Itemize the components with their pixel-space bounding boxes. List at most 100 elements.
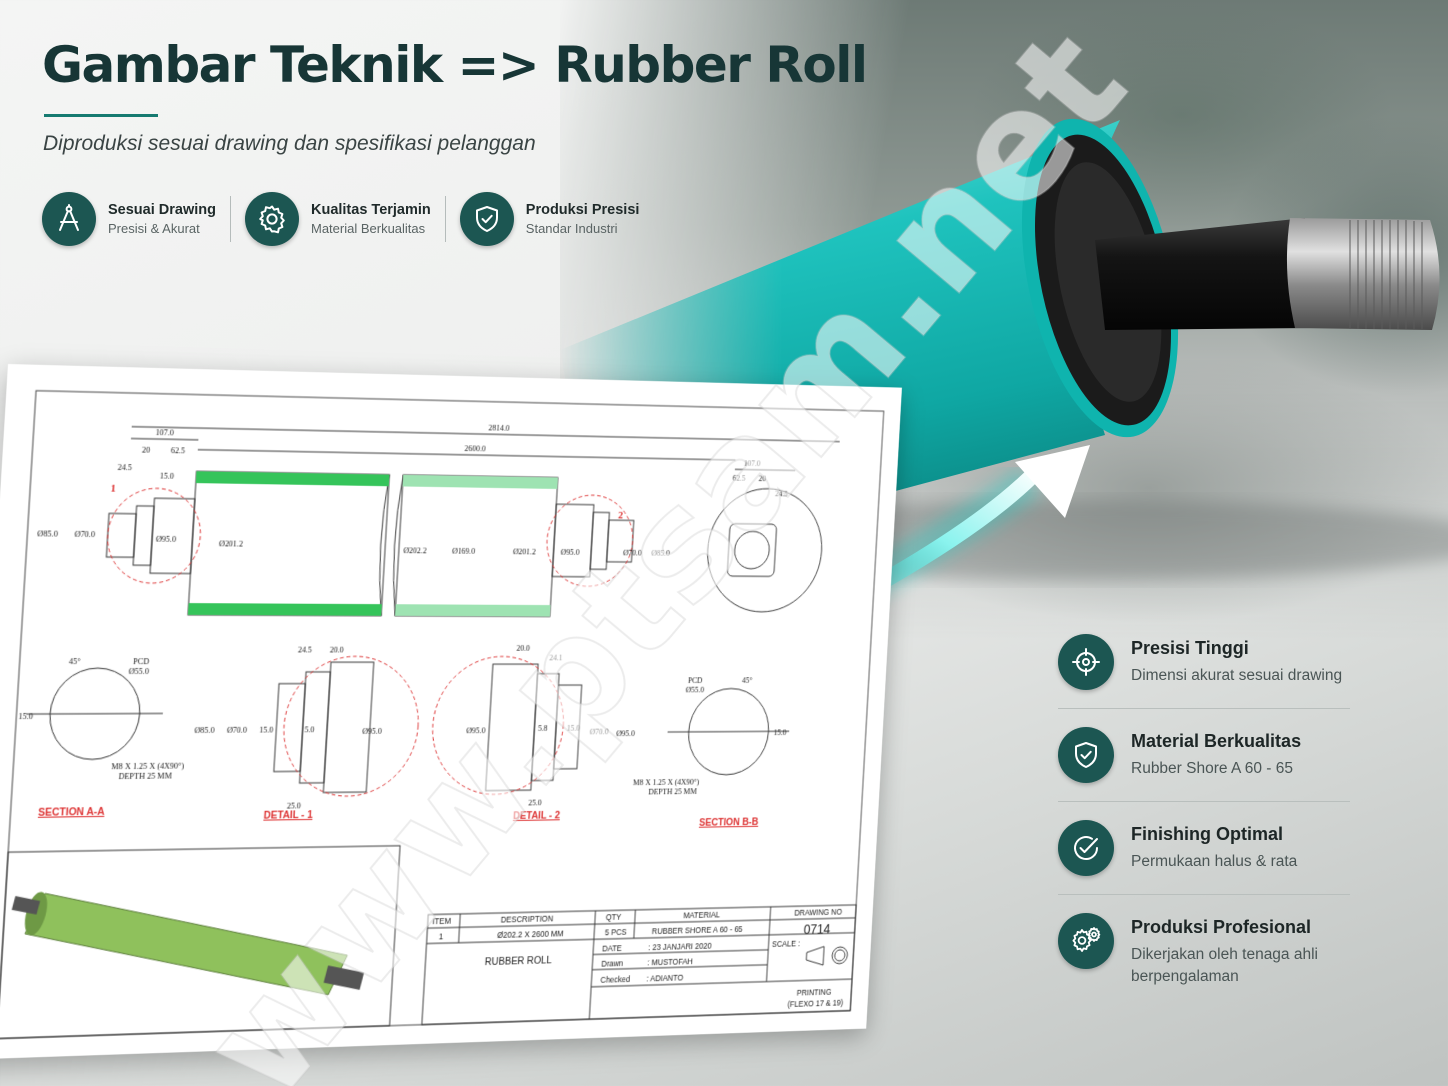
feature-row: Sesuai Drawing Presisi & Akurat Kualitas… <box>42 192 639 246</box>
tb-date-value: : 23 JANJARI 2020 <box>648 941 712 952</box>
benefit-subtitle: Rubber Shore A 60 - 65 <box>1131 760 1294 777</box>
section-b-depth: DEPTH 25 MM <box>648 786 697 796</box>
detail-1-dim-d70: Ø70.0 <box>227 725 248 735</box>
feature-subtitle: Standar Industri <box>525 221 618 236</box>
dim-d2012: Ø201.2 <box>219 538 244 548</box>
tb-description: Ø202.2 X 2600 MM <box>497 929 564 940</box>
feature-produksi-presisi: Produksi Presisi Standar Industri <box>459 192 640 246</box>
tb-drawing-number: 0714 <box>803 921 831 937</box>
benefit-subtitle: Permukaan halus & rata <box>1131 853 1298 870</box>
title-underline <box>44 114 158 117</box>
feature-divider <box>229 196 231 242</box>
feature-sesuai-drawing: Sesuai Drawing Presisi & Akurat <box>42 192 216 246</box>
page-title: Gambar Teknik => Rubber Roll <box>42 36 868 94</box>
detail-2-dim-241: 24.1 <box>549 653 563 663</box>
section-b-pcd: PCD <box>688 675 703 684</box>
projection-symbol <box>806 946 848 966</box>
detail-1-label: DETAIL - 1 <box>263 810 313 821</box>
tb-material: RUBBER SHORE A 60 - 65 <box>652 924 744 936</box>
tb-drawn-value: : MUSTOFAH <box>647 957 693 968</box>
tb-item: 1 <box>439 932 444 942</box>
section-a-pcd-value: Ø55.0 <box>128 666 149 676</box>
section-a-dim: 15.0 <box>18 711 33 721</box>
tb-drawn-label: Drawn <box>601 958 624 968</box>
tb-date-label: DATE <box>602 943 622 953</box>
dim-right-107: 107.0 <box>744 458 761 468</box>
section-a-pcd: PCD <box>133 656 150 666</box>
dim-d2012-right: Ø201.2 <box>513 547 536 557</box>
detail-marker-2: 2 <box>618 510 624 521</box>
tb-header-item: ITEM <box>432 916 451 926</box>
dim-right-625: 62.5 <box>732 473 745 483</box>
detail-1-dim-15: 15.0 <box>259 725 274 735</box>
feature-title: Produksi Presisi <box>525 202 640 218</box>
detail-2-dim-15: 15.0 <box>566 723 580 733</box>
drawing-canvas: 2814.0 2600.0 107.0 20 62.5 24.5 15.0 10… <box>0 364 902 1060</box>
tb-scale-label: SCALE : <box>772 939 801 949</box>
detail-2-dim-d95: Ø95.0 <box>466 725 486 735</box>
gear-icon <box>244 192 299 246</box>
detail-marker-1: 1 <box>110 483 116 495</box>
dim-overall: 2814.0 <box>488 423 510 433</box>
tb-header-drawing-no: DRAWING NO <box>794 907 843 917</box>
dim-left-20: 20 <box>142 445 151 455</box>
dim-d95: Ø95.0 <box>156 534 177 544</box>
dim-left-625: 62.5 <box>171 445 186 455</box>
detail-1-dim-d95: Ø95.0 <box>362 726 382 736</box>
section-a-depth: DEPTH 25 MM <box>118 771 172 781</box>
detail-2-label: DETAIL - 2 <box>513 811 561 822</box>
tb-checked-value: : ADIANTO <box>646 973 684 984</box>
compass-icon <box>42 192 96 246</box>
benefit-produksi-profesional: Produksi Profesional Dikerjakan oleh ten… <box>1058 894 1350 1006</box>
benefit-subtitle: Dikerjakan oleh tenaga ahli berpengalama… <box>1131 946 1318 985</box>
roller-3d-preview <box>11 883 365 1004</box>
benefit-title: Material Berkualitas <box>1131 731 1302 751</box>
benefit-finishing-optimal: Finishing Optimal Permukaan halus & rata <box>1058 801 1350 894</box>
detail-1-dim-d85: Ø85.0 <box>194 725 215 735</box>
feature-subtitle: Presisi & Akurat <box>108 221 200 236</box>
tb-part-name: RUBBER ROLL <box>484 956 552 968</box>
benefit-title: Finishing Optimal <box>1131 824 1283 844</box>
dim-d95-right: Ø95.0 <box>560 547 579 557</box>
dim-d85-right: Ø85.0 <box>651 548 670 558</box>
dim-d169: Ø169.0 <box>452 546 476 556</box>
tb-header-description: DESCRIPTION <box>501 914 554 925</box>
detail-1-dim-25: 25.0 <box>287 801 302 811</box>
dim-d2022: Ø202.2 <box>403 545 427 555</box>
tb-header-material: MATERIAL <box>683 910 720 920</box>
tb-checked-label: Checked <box>600 974 631 984</box>
feature-title: Kualitas Terjamin <box>310 202 431 218</box>
benefit-material-berkualitas: Material Berkualitas Rubber Shore A 60 -… <box>1058 708 1350 801</box>
feature-kualitas-terjamin: Kualitas Terjamin Material Berkualitas <box>244 192 431 246</box>
tb-printing: PRINTING <box>796 987 831 997</box>
page-subtitle: Diproduksi sesuai drawing dan spesifikas… <box>43 132 536 155</box>
feature-title: Sesuai Drawing <box>108 202 216 218</box>
section-b-angle: 45° <box>742 675 753 684</box>
detail-1-dim-5: 5.0 <box>304 724 315 734</box>
shield-check-icon <box>1058 727 1114 783</box>
dim-d85: Ø85.0 <box>37 528 58 538</box>
tb-header-qty: QTY <box>606 912 622 922</box>
section-a-thread: M8 X 1.25 X (4X90°) <box>111 761 185 772</box>
benefit-title: Produksi Profesional <box>1131 917 1312 937</box>
dim-left-107: 107.0 <box>155 427 174 437</box>
dim-left-245: 24.5 <box>117 462 132 472</box>
dim-left-15: 15.0 <box>159 471 174 481</box>
benefit-presisi-tinggi: Presisi Tinggi Dimensi akurat sesuai dra… <box>1058 634 1350 708</box>
section-b-label: SECTION B-B <box>699 817 759 828</box>
detail-2-dim-d70: Ø70.0 <box>589 727 608 737</box>
detail-2-dim-25: 25.0 <box>528 798 542 808</box>
detail-1-dim-245: 24.5 <box>298 645 313 655</box>
tb-flexo: (FLEXO 17 & 19) <box>787 998 843 1009</box>
detail-2-dim-d95b: Ø95.0 <box>616 728 635 738</box>
target-icon <box>1058 634 1114 690</box>
dim-right-245: 24.5 <box>775 489 788 499</box>
section-b-thread: M8 X 1.25 X (4X90°) <box>633 777 700 787</box>
dim-body: 2600.0 <box>464 443 486 453</box>
feature-divider <box>444 196 446 242</box>
benefits-list: Presisi Tinggi Dimensi akurat sesuai dra… <box>1058 634 1350 1006</box>
benefit-subtitle: Dimensi akurat sesuai drawing <box>1131 667 1343 684</box>
detail-2-dim-20: 20.0 <box>516 643 530 653</box>
section-b-pcd-value: Ø55.0 <box>686 685 705 694</box>
technical-drawing-sheet: 2814.0 2600.0 107.0 20 62.5 24.5 15.0 10… <box>0 364 902 1060</box>
